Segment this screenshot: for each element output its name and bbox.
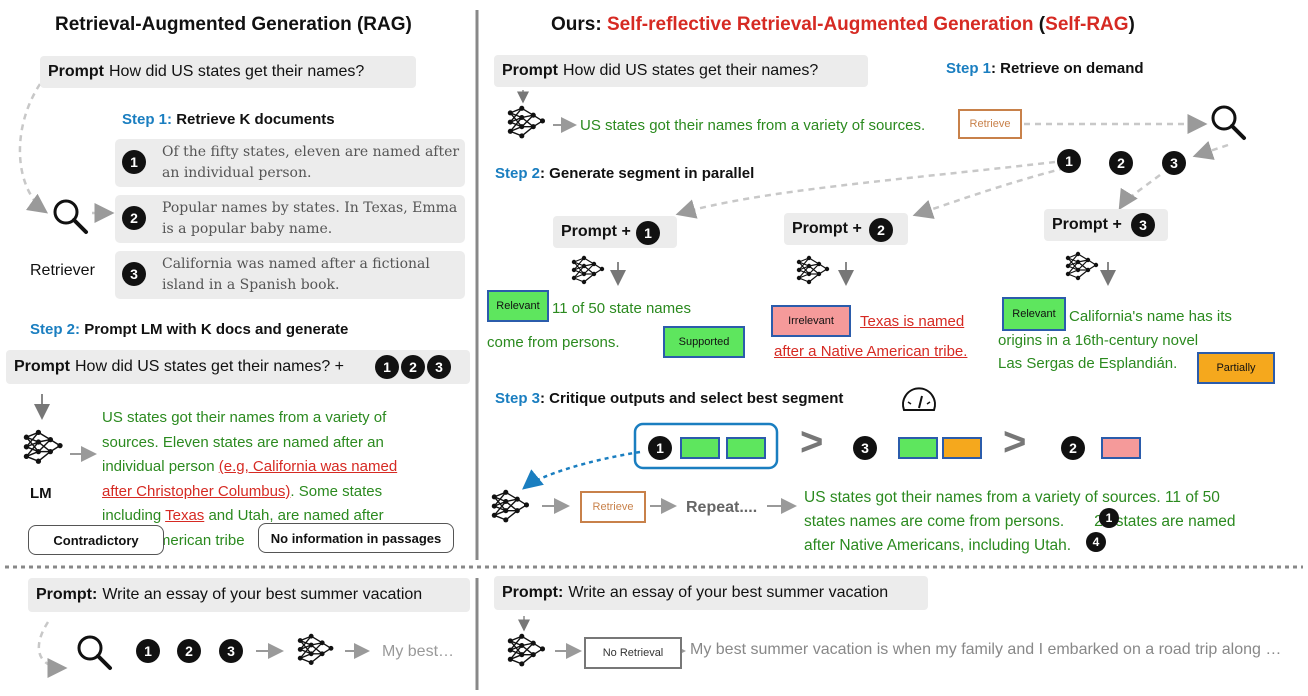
parallel-prompt-2: Prompt + bbox=[784, 213, 908, 245]
no-retrieval-token: No Retrieval bbox=[584, 637, 682, 669]
parallel-circle-3: 3 bbox=[1131, 213, 1155, 237]
segment-3-line2: origins in a 16th-century novel bbox=[998, 332, 1199, 349]
greater-than-1: > bbox=[800, 420, 824, 464]
supported-token: Supported bbox=[663, 326, 745, 358]
bottom-left-prompt: Prompt:Write an essay of your best summe… bbox=[28, 578, 470, 612]
bottom-circle-3: 3 bbox=[219, 639, 243, 663]
bottom-right-prompt: Prompt:Write an essay of your best summe… bbox=[494, 576, 928, 610]
doc-circle-2: 2 bbox=[401, 355, 425, 379]
final-output: US states got their names from a variety… bbox=[804, 489, 1236, 554]
contradictory-callout: Contradictory bbox=[28, 525, 164, 555]
doc-2-number: 2 bbox=[122, 206, 146, 230]
bottom-search-icon bbox=[77, 635, 112, 670]
lm-network-icon bbox=[23, 429, 64, 465]
retrieved-circle-3: 3 bbox=[1162, 151, 1186, 175]
lm-label: LM bbox=[30, 485, 52, 502]
rank-circle-2: 2 bbox=[1061, 436, 1085, 460]
citation-1: 1 bbox=[1099, 508, 1119, 528]
parallel-circle-2: 2 bbox=[869, 218, 893, 242]
retriever-label: Retriever bbox=[30, 262, 95, 279]
doc-circle-1: 1 bbox=[375, 355, 399, 379]
doc-circle-3: 3 bbox=[427, 355, 451, 379]
doc-3 bbox=[115, 251, 465, 299]
relevant-token-1: Relevant bbox=[487, 290, 549, 322]
right-step2: Step 2: Generate segment in parallel bbox=[495, 165, 755, 182]
right-step1: Step 1: Retrieve on demand bbox=[946, 60, 1144, 77]
doc-3-text: California was named after a fictional i… bbox=[162, 256, 430, 293]
retrieved-circle-1: 1 bbox=[1057, 149, 1081, 173]
bottom-left-output: My best… bbox=[382, 643, 455, 660]
rank2-irrelevant-bar bbox=[1101, 437, 1141, 459]
irrelevant-token: Irrelevant bbox=[771, 305, 851, 337]
segment-1-line1: 11 of 50 state names bbox=[552, 300, 691, 317]
partially-token: Partially bbox=[1197, 352, 1275, 384]
rank-circle-3: 3 bbox=[853, 436, 877, 460]
gauge-icon bbox=[902, 387, 936, 411]
doc-1-text: Of the fifty states, eleven are named af… bbox=[162, 144, 460, 181]
parallel-circle-1: 1 bbox=[636, 221, 660, 245]
retrieve-token: Retrieve bbox=[958, 109, 1022, 139]
rank3-relevant-bar bbox=[898, 437, 938, 459]
greater-than-2: > bbox=[1003, 420, 1027, 464]
doc-2 bbox=[115, 195, 465, 243]
citation-4: 4 bbox=[1086, 532, 1106, 552]
retrieved-circle-2: 2 bbox=[1109, 151, 1133, 175]
doc-1-number: 1 bbox=[122, 150, 146, 174]
right-step3: Step 3: Critique outputs and select best… bbox=[495, 390, 844, 407]
segment-2-line2: after a Native American tribe. bbox=[774, 343, 968, 360]
retriever-search-icon bbox=[53, 199, 88, 234]
retrieve-token-2: Retrieve bbox=[580, 491, 646, 523]
bottom-circle-1: 1 bbox=[136, 639, 160, 663]
relevant-token-3: Relevant bbox=[1002, 297, 1066, 331]
segment-2-line1: Texas is named bbox=[860, 313, 965, 330]
segment-3-line1: California's name has its bbox=[1069, 308, 1232, 325]
doc-3-number: 3 bbox=[122, 262, 146, 286]
bottom-right-output: My best summer vacation is when my famil… bbox=[690, 641, 1282, 658]
segment-1-line2: come from persons. bbox=[487, 334, 620, 351]
rank1-supported-bar bbox=[726, 437, 766, 459]
left-title: Retrieval-Augmented Generation (RAG) bbox=[55, 14, 412, 35]
doc-1 bbox=[115, 139, 465, 187]
right-first-segment: US states got their names from a variety… bbox=[580, 117, 926, 134]
segment-3-line3: Las Sergas de Esplandián. bbox=[998, 355, 1178, 372]
right-search-icon bbox=[1211, 105, 1246, 140]
parallel-prompt-1: Prompt + bbox=[553, 216, 677, 248]
repeat-label: Repeat.... bbox=[686, 499, 758, 516]
no-info-callout: No information in passages bbox=[258, 523, 454, 553]
rank-circle-1: 1 bbox=[648, 436, 672, 460]
rank3-partial-bar bbox=[942, 437, 982, 459]
right-title: Ours: Self-reflective Retrieval-Augmente… bbox=[551, 14, 1135, 35]
right-lm-network-icon bbox=[507, 105, 546, 140]
doc-2-text: Popular names by states. In Texas, Emma … bbox=[162, 200, 458, 237]
left-step1: Step 1: Retrieve K documents bbox=[122, 111, 335, 128]
bottom-circle-2: 2 bbox=[177, 639, 201, 663]
left-step2: Step 2: Prompt LM with K docs and genera… bbox=[30, 321, 349, 338]
rank1-relevant-bar bbox=[680, 437, 720, 459]
